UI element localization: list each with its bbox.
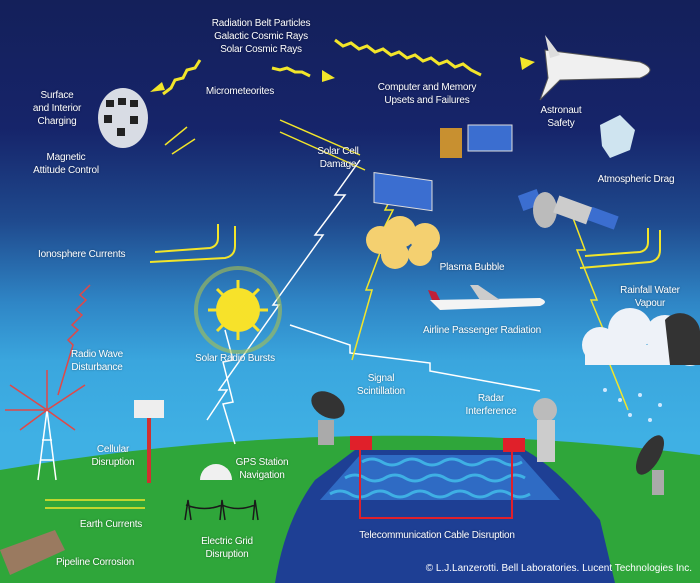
astronaut <box>600 115 635 158</box>
label-line: Galactic Cosmic Rays <box>214 31 308 42</box>
telecom-cable <box>359 448 513 519</box>
label-line: Interference <box>465 406 517 417</box>
label-line: Disruption <box>205 549 249 560</box>
gps-dome <box>200 464 232 480</box>
pipeline <box>0 530 65 575</box>
label-line: Cellular <box>96 444 130 455</box>
label-line: Astronaut <box>540 105 582 116</box>
cell-tower <box>134 400 164 483</box>
label-line: GPS Station <box>235 457 289 468</box>
label-line: Vapour <box>634 298 666 309</box>
label-line: Solar Cell <box>317 146 359 157</box>
plasma-bubble-cloud <box>366 216 440 269</box>
label-line: Disturbance <box>71 362 123 373</box>
cosmic-ray-right <box>334 38 482 77</box>
label-cable: Telecommunication Cable Disruption <box>359 530 515 541</box>
label-line: Computer and Memory <box>377 82 477 93</box>
radar-dish-left <box>311 391 345 445</box>
label-line: Surface <box>40 90 74 101</box>
label-line: Safety <box>547 118 575 129</box>
label-line: Solar Cosmic Rays <box>220 44 302 55</box>
label-earth-currents: Earth Currents <box>79 519 143 530</box>
label-ionosphere: Ionosphere Currents <box>38 249 126 260</box>
radio-waves <box>5 284 91 431</box>
label-line: Radio Wave <box>70 349 124 360</box>
airplane <box>428 285 545 310</box>
power-lines <box>184 499 259 521</box>
label-airline: Airline Passenger Radiation <box>422 325 542 336</box>
label-line: Magnetic <box>46 152 86 163</box>
telstar-satellite <box>98 88 148 148</box>
label-drag: Atmospheric Drag <box>597 174 675 185</box>
label-line: and Interior <box>32 103 82 114</box>
label-pipeline: Pipeline Corrosion <box>55 557 135 568</box>
cable-station-left <box>350 436 372 450</box>
label-line: Electric Grid <box>201 536 253 547</box>
cable-station-right <box>503 438 525 452</box>
comm-satellite <box>373 124 513 212</box>
label-line: Disruption <box>91 457 135 468</box>
label-solar-radio: Solar Radio Bursts <box>195 353 275 364</box>
label-line: Damage <box>319 159 357 170</box>
observation-satellite <box>517 189 619 230</box>
label-line: Radar <box>477 393 505 404</box>
copyright: © L.J.Lanzerotti. Bell Laboratories. Luc… <box>425 563 692 574</box>
label-line: Radiation Belt Particles <box>211 18 311 29</box>
label-line: Signal <box>367 373 395 384</box>
label-line: Navigation <box>239 470 285 481</box>
space-shuttle <box>539 35 651 101</box>
label-line: Upsets and Failures <box>384 95 470 106</box>
sun <box>194 266 282 354</box>
label-line: Rainfall Water <box>620 285 680 296</box>
radar-tower <box>533 398 557 462</box>
cosmic-ray-left <box>162 59 202 96</box>
label-plasma: Plasma Bubble <box>439 262 505 273</box>
label-line: Scintillation <box>357 386 405 397</box>
cosmic-ray-middle <box>271 66 311 78</box>
label-micrometeorites: Micrometeorites <box>205 86 275 97</box>
label-line: Attitude Control <box>33 165 99 176</box>
radar-dish-right <box>636 435 664 495</box>
label-line: Charging <box>37 116 77 127</box>
